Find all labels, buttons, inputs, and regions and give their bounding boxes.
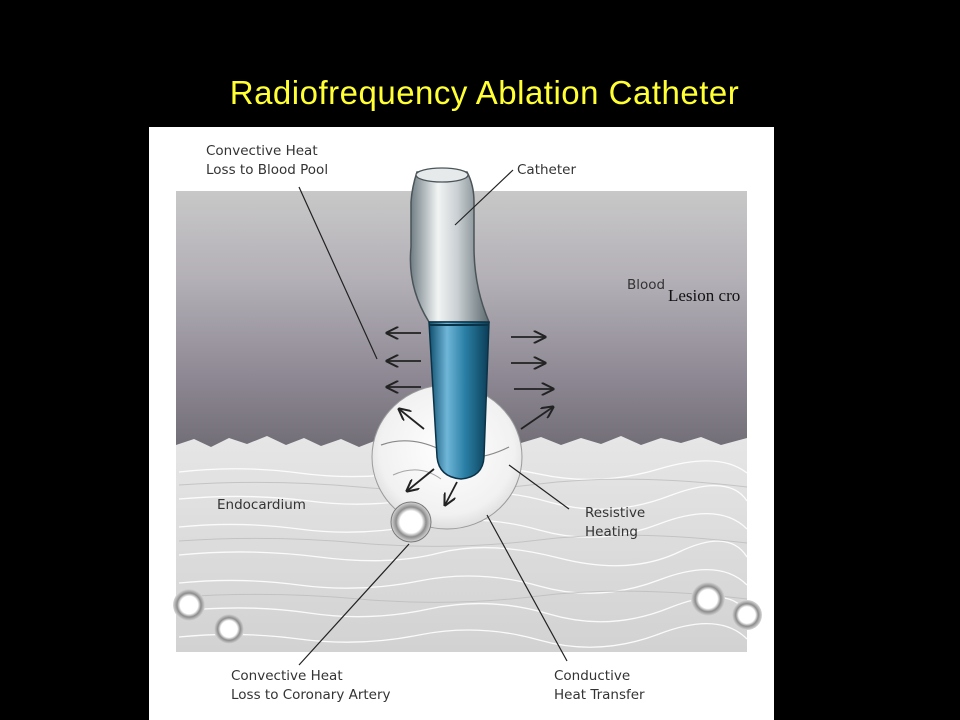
leader-lines	[298, 169, 570, 666]
ablation-illustration: Convective Heat Loss to Blood Pool Cathe…	[173, 143, 762, 703]
catheter-top	[415, 167, 469, 183]
vessel-right-2	[732, 600, 762, 630]
label-catheter: Catheter	[517, 162, 576, 178]
label-blood: Blood	[627, 277, 665, 293]
ablation-diagram: Convective Heat Loss to Blood Pool Cathe…	[149, 127, 774, 720]
vessel-right	[691, 582, 725, 616]
endocardium-tissue	[176, 436, 747, 652]
label-convective-artery-1: Convective Heat	[231, 668, 343, 684]
heat-arrows-right	[511, 337, 553, 430]
label-endocardium: Endocardium	[217, 497, 306, 513]
label-convective-blood-1: Convective Heat	[206, 143, 318, 159]
heat-arrows-left	[387, 333, 425, 430]
label-convective-artery-2: Loss to Coronary Artery	[231, 687, 391, 703]
label-conductive-1: Conductive	[554, 668, 630, 684]
lesion-caption-clipped: Lesion cro	[668, 286, 741, 305]
slide-title: Radiofrequency Ablation Catheter	[229, 74, 740, 111]
lesion-line	[392, 469, 442, 480]
vessel-left	[173, 589, 205, 621]
label-resistive-2: Heating	[585, 524, 638, 540]
catheter-tip	[428, 321, 490, 480]
vessel-left-2	[214, 614, 244, 644]
label-convective-blood-2: Loss to Blood Pool	[206, 162, 328, 178]
label-resistive-1: Resistive	[585, 505, 645, 521]
label-conductive-2: Heat Transfer	[554, 687, 645, 703]
coronary-artery	[390, 501, 432, 543]
heat-arrows-down	[407, 468, 458, 505]
